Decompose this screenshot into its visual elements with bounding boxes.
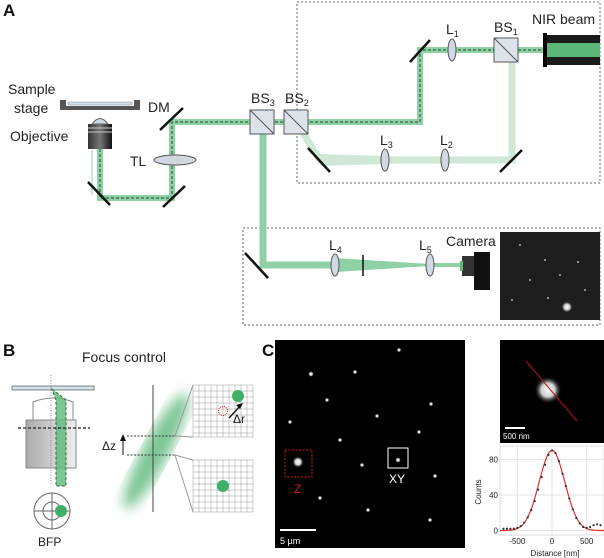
y-tick-label: 80 xyxy=(489,455,498,464)
sample-stage xyxy=(60,100,140,110)
data-point xyxy=(582,525,585,529)
data-point xyxy=(578,522,581,525)
data-point xyxy=(537,488,540,491)
bfp-target-icon xyxy=(33,492,71,530)
z-roi xyxy=(284,449,313,478)
label-nir-beam: NIR beam xyxy=(532,11,595,27)
label-z: Z xyxy=(294,482,301,496)
data-point xyxy=(575,516,578,520)
mirror xyxy=(244,252,269,279)
lens-l1 xyxy=(447,38,457,62)
x-axis-label: Distance [nm] xyxy=(531,549,580,558)
delta-z-label: Δz xyxy=(102,439,116,453)
x-tick-label: 500 xyxy=(580,537,594,546)
label-l5: L5 xyxy=(419,237,432,255)
mirror xyxy=(409,39,431,63)
data-point xyxy=(561,472,564,475)
data-point xyxy=(540,476,543,479)
label-sample-stage: Sample xyxy=(8,81,56,97)
camera-image xyxy=(500,232,600,320)
x-tick-label: -500 xyxy=(509,537,526,546)
data-point xyxy=(526,516,529,519)
data-point xyxy=(585,526,588,529)
data-point xyxy=(519,525,522,528)
widefield-image: Z XY 5 µm xyxy=(275,340,465,548)
data-point xyxy=(512,527,515,530)
label-l3: L3 xyxy=(380,132,393,150)
data-point xyxy=(505,527,509,530)
camera-grid-top xyxy=(192,384,254,438)
y-tick-label: 0 xyxy=(494,527,499,536)
psf-inset-image: 500 nm xyxy=(500,340,604,443)
objective-schematic: BFP xyxy=(11,375,95,549)
lenses xyxy=(153,38,457,277)
data-point xyxy=(502,527,505,530)
data-point xyxy=(550,449,554,452)
label-bs3: BS3 xyxy=(251,90,275,108)
panel-a-labels: Sample stage Objective DM TL BS3 BS2 BS1… xyxy=(8,11,595,255)
nir-module-box xyxy=(296,1,601,184)
panel-label-c: C xyxy=(262,341,274,360)
data-point xyxy=(571,508,574,511)
nir-laser xyxy=(543,33,600,67)
label-l4: L4 xyxy=(329,237,342,255)
dichroic-mirror xyxy=(159,107,184,131)
label-xy: XY xyxy=(389,472,405,486)
data-point xyxy=(589,525,592,529)
data-point xyxy=(516,526,519,529)
data-point xyxy=(568,497,571,500)
label-dm: DM xyxy=(148,99,170,115)
label-tl: TL xyxy=(130,153,147,169)
x-tick-label: 0 xyxy=(550,537,555,546)
data-point xyxy=(564,484,567,488)
label-camera: Camera xyxy=(446,233,496,249)
label-sample-stage-2: stage xyxy=(14,100,48,116)
lens-l2 xyxy=(440,148,450,172)
tube-lens xyxy=(153,154,197,166)
data-point xyxy=(599,524,602,527)
xy-roi xyxy=(387,447,409,469)
mirror xyxy=(307,147,331,173)
data-point xyxy=(533,500,536,503)
data-point xyxy=(523,521,526,524)
lens-l5 xyxy=(425,253,435,277)
delta-r-label: Δr xyxy=(233,412,245,426)
scale-label-inset: 500 nm xyxy=(503,432,530,441)
line-profile-plot: -500 0 500 0 40 80 xyxy=(489,445,604,546)
y-axis-label: Counts xyxy=(474,479,483,504)
scale-label-main: 5 µm xyxy=(280,536,300,546)
data-point xyxy=(509,527,512,530)
data-point xyxy=(543,463,547,466)
data-point xyxy=(547,453,550,456)
mirrors xyxy=(87,39,523,279)
mirror xyxy=(499,149,523,173)
label-bfp: BFP xyxy=(38,535,61,549)
data-point xyxy=(592,524,595,527)
data-point xyxy=(530,508,533,512)
objective xyxy=(88,118,112,149)
panel-label-b: B xyxy=(3,341,15,360)
lens-l3 xyxy=(380,148,390,172)
camera xyxy=(460,252,490,290)
mirror xyxy=(87,181,111,206)
label-objective: Objective xyxy=(10,128,69,144)
label-bs1: BS1 xyxy=(494,19,518,37)
data-point xyxy=(554,452,557,455)
label-l1: L1 xyxy=(446,21,459,39)
data-point xyxy=(557,460,561,463)
label-l2: L2 xyxy=(440,132,453,150)
panel-label-a: A xyxy=(3,1,15,20)
y-tick-label: 40 xyxy=(489,491,498,500)
data-point xyxy=(595,523,599,526)
lens-l4 xyxy=(330,253,340,277)
beam-splitters xyxy=(249,37,519,135)
focus-diagram: Δz Δr xyxy=(102,384,254,513)
focus-control-title: Focus control xyxy=(82,349,166,365)
mirror xyxy=(162,185,186,208)
label-bs2: BS2 xyxy=(285,90,309,108)
